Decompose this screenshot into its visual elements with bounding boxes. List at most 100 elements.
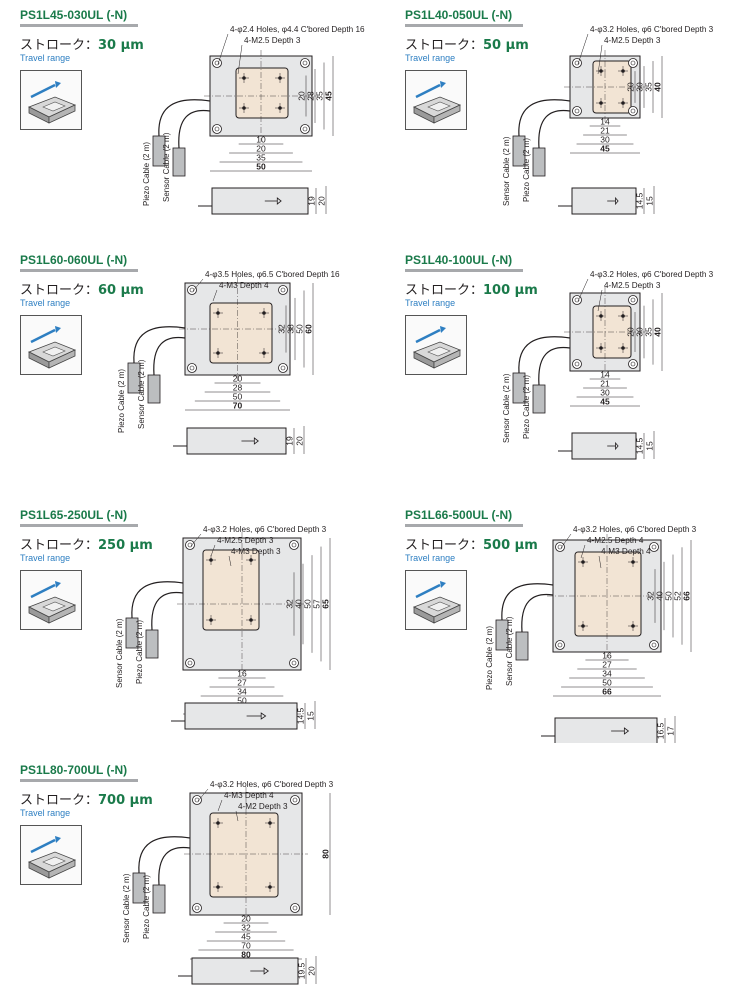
leader-line: [577, 33, 589, 65]
product-photo: [405, 70, 467, 130]
connector-1: [125, 617, 139, 649]
profile-arrow-head: [615, 196, 619, 206]
leader-line: [210, 544, 216, 557]
height-dimension-value: 80: [321, 849, 331, 859]
hole-spec-label: 4-φ3.2 Holes, φ6 C'bored Depth 3: [203, 525, 327, 534]
height-dimension-value: 32: [277, 324, 287, 334]
leader-line: [598, 555, 602, 569]
width-dimension-value: 70: [241, 941, 251, 951]
hole-spec-label: 4-φ3.2 Holes, φ6 C'bored Depth 3: [590, 25, 714, 34]
dimension-drawing: 4-φ3.2 Holes, φ6 C'bored Depth 34-M2.5 D…: [502, 25, 714, 215]
cable-label: Piezo Cable (2 m): [522, 138, 531, 202]
height-dimension-value: 20: [626, 327, 636, 337]
cable-label: Sensor Cable (2 m): [162, 132, 171, 202]
hole-spec-label: 4-φ2.4 Holes, φ4.4 C'bored Depth 16: [230, 25, 365, 34]
width-dimension-value: 50: [233, 392, 243, 402]
height-dimension-value: 50: [303, 599, 313, 609]
moving-carriage: [574, 551, 642, 637]
height-dimension-value: 28: [306, 91, 316, 101]
mount-hole-inner: [302, 60, 308, 66]
height-dimension-value: 40: [653, 82, 663, 92]
leader-line: [192, 278, 204, 292]
profile-dimension-value: 20: [295, 436, 305, 446]
stage-title: PS1L80-700UL (-N): [20, 763, 128, 777]
title-underline: [20, 24, 138, 27]
profile-dimension-value: 19: [307, 196, 317, 206]
cable-1: [158, 99, 211, 137]
cable-label: Piezo Cable (2 m): [135, 620, 144, 684]
product-photo: [20, 570, 82, 630]
leader-line: [212, 289, 218, 302]
leader-line: [197, 788, 209, 802]
cable-label: Piezo Cable (2 m): [522, 375, 531, 439]
motion-arrow-shaft: [30, 838, 56, 854]
hole-spec-label: 4-M3 Depth 4: [601, 547, 651, 556]
mount-hole-inner: [302, 126, 308, 132]
hole-spec-label: 4-φ3.2 Holes, φ6 C'bored Depth 3: [210, 780, 334, 789]
motion-arrow-shaft: [30, 583, 56, 599]
cable-2: [538, 346, 571, 386]
motion-arrow-head: [55, 836, 61, 843]
mount-hole-inner: [189, 287, 195, 293]
stage-front-face: [433, 604, 461, 624]
height-dimension-value: 30: [635, 82, 645, 92]
title-underline: [405, 269, 523, 272]
mount-hole-inner: [574, 108, 580, 114]
product-photo: [405, 315, 467, 375]
mount-hole-inner: [630, 297, 636, 303]
stroke-line: ストローク：60 µm: [20, 279, 144, 298]
width-dimension-value: 32: [241, 923, 251, 933]
stage-title: PS1L65-250UL (-N): [20, 508, 128, 522]
width-dimension-value: 28: [233, 383, 243, 393]
hole-spec-label: 4-M3 Depth 4: [219, 281, 269, 290]
stage-platform: [42, 346, 66, 357]
dimension-drawing: 4-φ3.2 Holes, φ6 C'bored Depth 34-M3 Dep…: [122, 780, 334, 985]
cable-1: [501, 583, 554, 621]
stage-platform: [42, 101, 66, 112]
width-dimension-value: 16: [602, 651, 612, 661]
height-dimension-value: 32: [285, 599, 295, 609]
profile-dimension-value: 15: [645, 441, 655, 451]
profile-arrow-head: [253, 437, 259, 445]
profile-arrow-head: [263, 967, 270, 975]
stage-title: PS1L40-100UL (-N): [405, 253, 513, 267]
height-dimension-value: 66: [682, 591, 692, 601]
width-dimension-value: 10: [256, 135, 266, 145]
stage-front-face: [48, 349, 76, 369]
dimension-drawing: 4-φ3.5 Holes, φ6.5 C'bored Depth 164-M3 …: [117, 270, 340, 455]
travel-range-label: Travel range: [20, 298, 71, 308]
travel-range-label: Travel range: [405, 298, 456, 308]
connector-1: [512, 135, 526, 167]
profile-dimension-value: 16.5: [656, 722, 666, 739]
cable-2: [153, 336, 186, 376]
side-profile-body: [184, 702, 298, 730]
stroke-value: 60 µm: [98, 283, 144, 298]
height-dimension-value: 65: [321, 599, 331, 609]
width-dimension-value: 20: [241, 914, 251, 924]
motion-arrow-shaft: [415, 83, 441, 99]
stage-illustration: [28, 81, 77, 124]
stage-front-face: [48, 859, 76, 879]
height-dimension-value: 40: [653, 327, 663, 337]
width-dimension-value: 45: [600, 144, 610, 154]
stroke-line: ストローク：30 µm: [20, 34, 144, 53]
mount-hole-inner: [630, 361, 636, 367]
hole-spec-label: 4-φ3.2 Holes, φ6 C'bored Depth 3: [573, 525, 697, 534]
connector-1: [152, 135, 166, 167]
height-dimension-value: 50: [295, 324, 305, 334]
cable-label: Sensor Cable (2 m): [122, 873, 131, 943]
height-dimension-value: 38: [286, 324, 296, 334]
leader-line: [228, 555, 232, 567]
motion-arrow-head: [55, 326, 61, 333]
height-dimension-value: 20: [297, 91, 307, 101]
connector-2: [532, 147, 546, 177]
leader-line: [560, 533, 572, 549]
width-dimension-value: 35: [256, 153, 266, 163]
title-underline: [405, 524, 523, 527]
title-underline: [405, 24, 523, 27]
leader-line: [597, 289, 603, 312]
profile-dimension-value: 14.5: [635, 437, 645, 454]
height-dimension-value: 40: [294, 599, 304, 609]
